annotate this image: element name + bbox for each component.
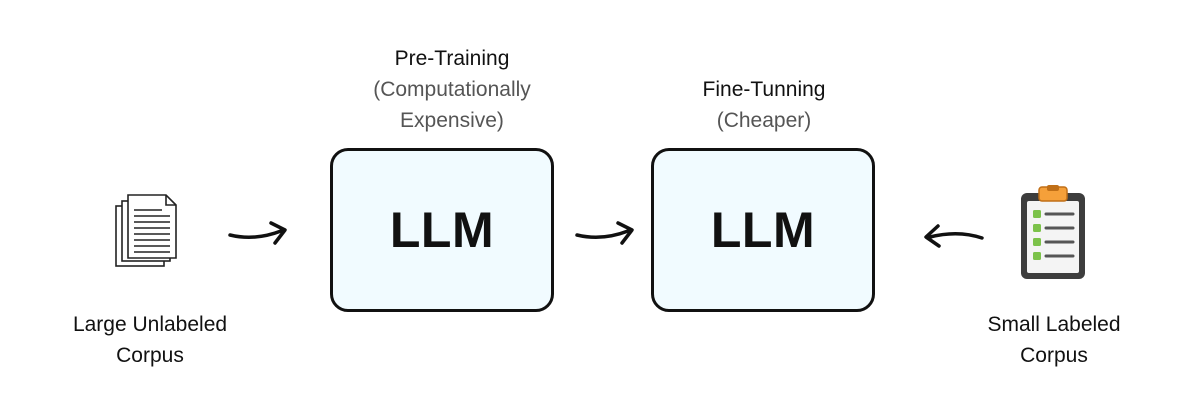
- labeled-corpus-label-line2: Corpus: [1020, 344, 1088, 367]
- finetuning-title: Fine-Tunning: [702, 78, 826, 101]
- pretraining-llm-box: LLM: [330, 148, 554, 312]
- finetuning-llm-box: LLM: [651, 148, 875, 312]
- labeled-corpus-label-line1: Small Labeled: [987, 313, 1121, 336]
- clipboard-checklist-icon: [1021, 185, 1085, 279]
- input-corpus-label-line2: Corpus: [116, 344, 184, 367]
- document-stack-icon: [115, 194, 177, 267]
- pretraining-note-line2: Expensive): [400, 109, 504, 132]
- arrow-from-labeled-corpus: [924, 224, 984, 248]
- pretraining-caption: Pre-Training (Computationally Expensive): [322, 43, 582, 136]
- finetuning-note: (Cheaper): [716, 109, 812, 132]
- finetuning-caption: Fine-Tunning (Cheaper): [644, 74, 884, 136]
- arrow-to-finetuning: [575, 221, 634, 245]
- input-corpus-label-line1: Large Unlabeled: [72, 313, 228, 336]
- arrow-to-pretraining: [228, 221, 287, 245]
- pretraining-title: Pre-Training: [394, 47, 510, 70]
- labeled-corpus-label: Small Labeled Corpus: [944, 309, 1164, 371]
- pretraining-note-line1: (Computationally: [373, 78, 531, 101]
- input-corpus-label: Large Unlabeled Corpus: [40, 309, 260, 371]
- pretraining-llm-label: LLM: [389, 202, 495, 258]
- finetuning-llm-label: LLM: [710, 202, 816, 258]
